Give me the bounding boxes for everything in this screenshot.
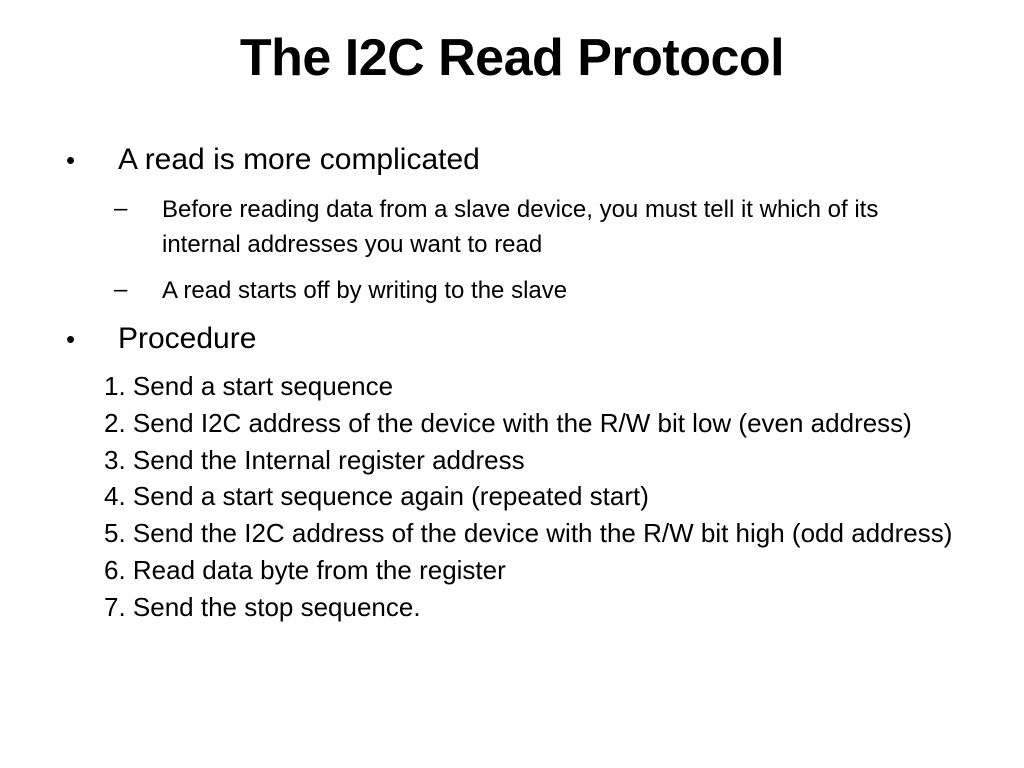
bullet-marker: •: [66, 324, 76, 354]
procedure-steps: 1. Send a start sequence 2. Send I2C add…: [104, 368, 964, 626]
bullet-text: A read is more complicated: [118, 143, 480, 176]
procedure-step: 2. Send I2C address of the device with t…: [104, 407, 912, 438]
procedure-step: 3. Send the Internal register address: [104, 444, 525, 475]
procedure-step: 6. Read data byte from the register: [104, 554, 506, 585]
procedure-step: 4. Send a start sequence again (repeated…: [104, 481, 649, 512]
procedure-step: 5. Send the I2C address of the device wi…: [104, 518, 953, 549]
procedure-step: 1. Send a start sequence: [104, 371, 394, 401]
sub-bullet-text: A read starts off by writing to the slav…: [162, 277, 568, 304]
bullet-marker: •: [66, 145, 76, 175]
procedure-step: 7. Send the stop sequence.: [104, 591, 421, 622]
dash-marker: –: [114, 195, 128, 222]
dash-marker: –: [114, 276, 128, 303]
bullet-text: Procedure: [118, 322, 257, 355]
slide-title: The I2C Read Protocol: [239, 29, 785, 87]
sub-bullet-text: Before reading data from a slave device,…: [162, 196, 879, 258]
